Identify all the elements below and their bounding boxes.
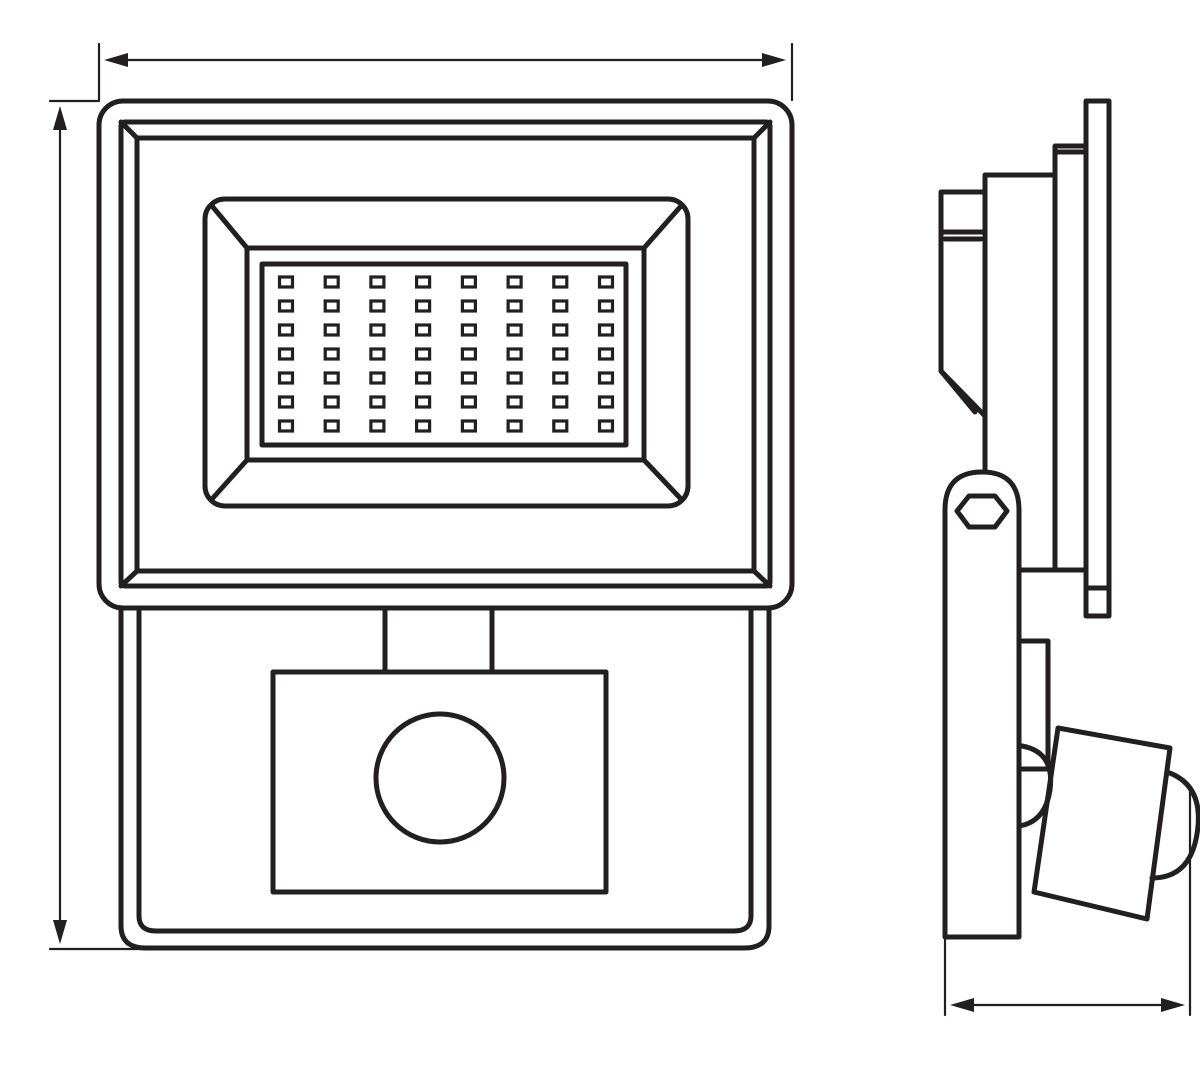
led-chip — [415, 299, 432, 313]
arrow-head-left — [950, 998, 974, 1012]
width-dimension — [97, 42, 794, 102]
led-grid — [277, 275, 615, 433]
led-chip — [460, 299, 477, 313]
led-chip — [369, 275, 386, 289]
led-chip — [552, 323, 569, 337]
side-view — [938, 98, 1200, 940]
height-dimension — [48, 99, 152, 951]
led-chip — [323, 347, 340, 361]
side-housing-body — [982, 172, 1058, 573]
led-chip — [415, 347, 432, 361]
led-chip — [597, 275, 615, 289]
led-chip — [415, 395, 432, 409]
led-chip — [460, 395, 477, 409]
hex-bolt-icon — [954, 493, 1010, 530]
side-bezel — [1052, 143, 1089, 573]
arrow-head-top — [53, 106, 67, 130]
arrow-head-right — [762, 53, 786, 67]
led-chip — [460, 371, 477, 385]
led-chip — [597, 299, 615, 313]
led-chip — [552, 275, 569, 289]
led-chip — [369, 371, 386, 385]
led-chip — [369, 419, 386, 433]
arrow-head-bottom — [53, 920, 67, 944]
led-chip — [369, 323, 386, 337]
led-chip — [506, 371, 523, 385]
led-chip — [277, 371, 295, 385]
side-sensor-bracket — [1016, 638, 1051, 772]
led-chip — [460, 419, 477, 433]
led-chip — [277, 395, 295, 409]
led-chip — [323, 275, 340, 289]
led-chip — [552, 299, 569, 313]
led-chip — [552, 347, 569, 361]
led-chip — [597, 419, 615, 433]
led-chip — [323, 419, 340, 433]
led-chip — [460, 275, 477, 289]
side-front-glass — [1083, 98, 1112, 619]
housing-inner-bevel — [134, 135, 757, 574]
led-chip — [277, 347, 295, 361]
led-chip — [415, 371, 432, 385]
led-chip — [369, 299, 386, 313]
led-chip — [323, 323, 340, 337]
led-chip — [369, 347, 386, 361]
led-chip — [277, 299, 295, 313]
side-driver-box — [938, 189, 988, 419]
sensor-bracket-outer — [118, 605, 772, 951]
arrow-head-left — [104, 53, 128, 67]
led-chip — [552, 419, 569, 433]
arrow-head-right — [1161, 998, 1185, 1012]
led-chip — [506, 347, 523, 361]
depth-dimension — [943, 788, 1192, 1017]
led-chip — [415, 275, 432, 289]
led-chip — [415, 419, 432, 433]
led-chip — [277, 275, 295, 289]
led-chip — [552, 371, 569, 385]
led-chip — [369, 395, 386, 409]
front-view — [96, 98, 795, 951]
side-motion-sensor-dome — [1149, 769, 1200, 881]
led-chip — [506, 323, 523, 337]
led-chip — [552, 395, 569, 409]
motion-sensor-body — [270, 669, 609, 895]
led-chip — [506, 299, 523, 313]
led-chip — [597, 395, 615, 409]
led-chip — [460, 323, 477, 337]
sensor-bracket-inner — [136, 605, 754, 934]
led-chip — [506, 395, 523, 409]
led-chip — [323, 299, 340, 313]
housing-outer — [96, 98, 795, 611]
led-chip — [277, 419, 295, 433]
led-chip — [506, 419, 523, 433]
led-chip — [415, 323, 432, 337]
led-chip — [506, 275, 523, 289]
housing-inner-frame — [118, 119, 773, 589]
led-chip — [460, 347, 477, 361]
reflector-inner — [244, 245, 647, 463]
led-chip — [597, 371, 615, 385]
reflector-outer — [202, 196, 691, 509]
led-chip — [597, 323, 615, 337]
side-mounting-arm — [942, 469, 1022, 940]
motion-sensor-lens — [373, 711, 507, 845]
led-chip — [323, 395, 340, 409]
led-chip — [597, 347, 615, 361]
led-chip — [277, 323, 295, 337]
side-motion-sensor-body — [1031, 725, 1173, 922]
led-chip — [323, 371, 340, 385]
led-board — [259, 261, 629, 448]
